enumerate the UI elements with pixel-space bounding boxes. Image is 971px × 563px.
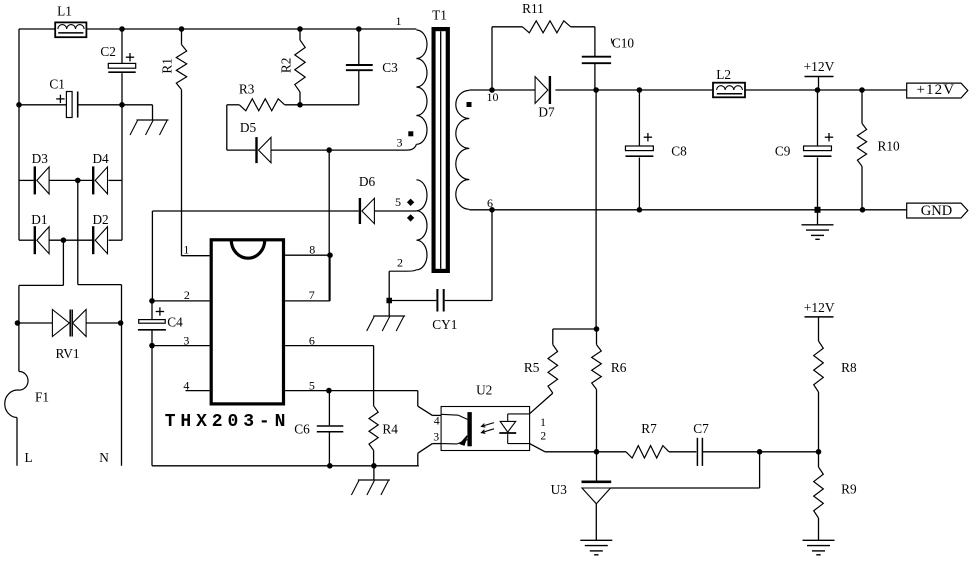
svg-text:4: 4: [183, 378, 189, 392]
svg-text:R3: R3: [239, 81, 255, 96]
svg-text:R1: R1: [160, 58, 175, 74]
svg-text:T1: T1: [432, 8, 447, 23]
svg-text:D1: D1: [31, 212, 47, 227]
svg-text:2: 2: [184, 288, 190, 302]
svg-text:D6: D6: [359, 174, 376, 189]
svg-text:F1: F1: [35, 390, 49, 405]
svg-text:U3: U3: [551, 482, 568, 497]
svg-text:L1: L1: [57, 3, 72, 18]
svg-text:10: 10: [487, 90, 499, 104]
svg-text:+12V: +12V: [804, 300, 835, 315]
svg-text:1: 1: [540, 417, 546, 429]
svg-text:R2: R2: [278, 58, 293, 74]
svg-text:R7: R7: [641, 421, 657, 436]
svg-text:8: 8: [309, 242, 315, 256]
svg-text:C7: C7: [693, 421, 709, 436]
svg-text:3: 3: [183, 333, 189, 347]
svg-text:GND: GND: [921, 203, 952, 219]
svg-text:C1: C1: [49, 76, 65, 91]
svg-text:C10: C10: [612, 36, 635, 51]
svg-text:U2: U2: [476, 383, 492, 398]
svg-text:R6: R6: [611, 360, 627, 375]
svg-text:L2: L2: [716, 67, 731, 82]
svg-text:CY1: CY1: [432, 317, 457, 332]
svg-text:+12V: +12V: [803, 59, 834, 74]
svg-text:C6: C6: [294, 422, 310, 437]
svg-text:3: 3: [397, 136, 403, 150]
svg-text:N: N: [99, 450, 109, 465]
svg-text:THX203-N: THX203-N: [165, 412, 291, 432]
svg-text:R10: R10: [878, 139, 901, 154]
svg-text:R5: R5: [524, 360, 540, 375]
svg-text:2: 2: [540, 430, 546, 442]
svg-text:RV1: RV1: [55, 346, 79, 361]
svg-text:D3: D3: [32, 151, 49, 166]
svg-text:D4: D4: [92, 151, 109, 166]
svg-text:R11: R11: [522, 1, 544, 16]
svg-text:L: L: [24, 450, 32, 465]
svg-text:R8: R8: [841, 360, 857, 375]
svg-text:4: 4: [434, 415, 440, 427]
svg-text:D7: D7: [538, 105, 555, 120]
svg-text:6: 6: [309, 333, 315, 347]
svg-text:1: 1: [396, 14, 402, 28]
svg-text:C3: C3: [382, 60, 398, 75]
svg-text:C2: C2: [100, 44, 116, 59]
svg-text:5: 5: [395, 195, 401, 209]
svg-text:5: 5: [309, 378, 315, 392]
svg-text:C9: C9: [775, 144, 791, 159]
svg-text:R9: R9: [841, 482, 857, 497]
svg-text:D5: D5: [240, 120, 257, 135]
svg-text:3: 3: [433, 431, 439, 443]
svg-text:R4: R4: [382, 422, 398, 437]
svg-text:+12V: +12V: [916, 82, 955, 98]
svg-text:1: 1: [183, 242, 189, 256]
svg-text:2: 2: [397, 256, 403, 270]
svg-text:C8: C8: [671, 144, 687, 159]
svg-text:D2: D2: [92, 212, 108, 227]
svg-text:6: 6: [487, 196, 493, 210]
svg-text:C4: C4: [167, 315, 183, 330]
svg-text:7: 7: [309, 288, 315, 302]
